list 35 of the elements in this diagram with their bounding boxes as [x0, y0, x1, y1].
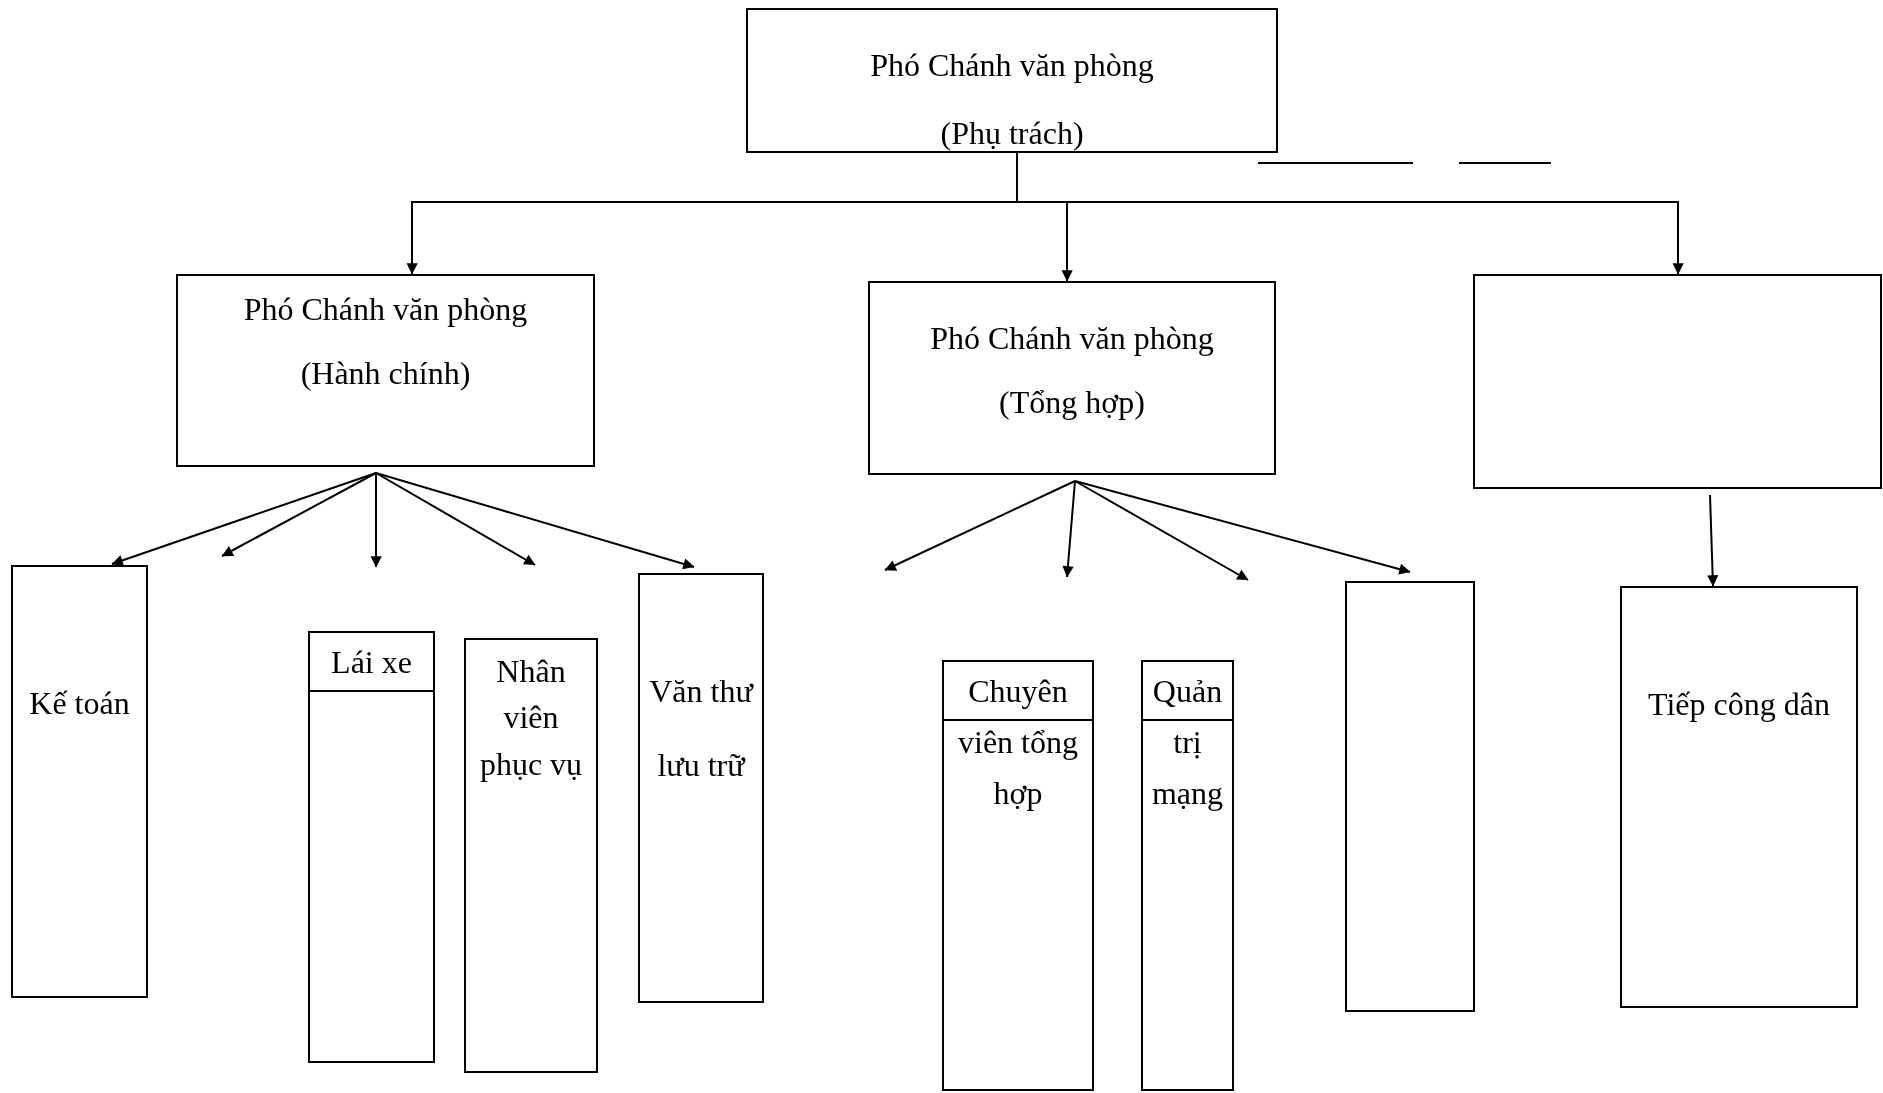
- box-title: Tiếp công dân: [1648, 685, 1830, 724]
- staff-box: [638, 573, 764, 1003]
- box-title: Nhân viên phục vụ: [478, 652, 584, 784]
- arrow: [375, 472, 536, 566]
- box-title: Quản trị mạng: [1150, 672, 1225, 814]
- arrow: [111, 472, 377, 566]
- arrow: [1074, 480, 1411, 575]
- box-title: Phó Chánh văn phòng: [870, 46, 1154, 85]
- deputy-box: [868, 281, 1276, 475]
- arrow: [884, 480, 1076, 571]
- arrow: [375, 472, 695, 570]
- empty-box: [1345, 581, 1475, 1012]
- arrow: [1062, 480, 1076, 578]
- staff-box: [1141, 660, 1234, 1091]
- box-title: Phó Chánh văn phòng: [243, 290, 528, 329]
- staff-box: [942, 660, 1094, 1091]
- box-title: Phó Chánh văn phòng: [930, 319, 1214, 358]
- staff-box: [464, 638, 598, 1073]
- staff-box: [11, 565, 148, 998]
- deputy-box: [176, 274, 595, 467]
- arrow: [1074, 480, 1249, 581]
- box-subtitle: (Tổng hợp): [999, 383, 1145, 422]
- staff-box: [1620, 586, 1858, 1008]
- box-title: Lái xe: [331, 643, 412, 682]
- unit-box: [1473, 274, 1882, 489]
- arrow: [221, 472, 377, 557]
- box-subtitle: (Hành chính): [300, 354, 471, 393]
- box-title: Kế toán: [29, 684, 130, 723]
- director-box: [746, 8, 1278, 153]
- arrow: [1707, 494, 1719, 587]
- arrow: [370, 472, 382, 568]
- box-title: Văn thư lưu trữ: [648, 672, 755, 785]
- staff-box: [308, 631, 435, 1063]
- box-subtitle: (Phụ trách): [940, 114, 1084, 153]
- box-title: Chuyên viên tổng hợp: [957, 672, 1079, 814]
